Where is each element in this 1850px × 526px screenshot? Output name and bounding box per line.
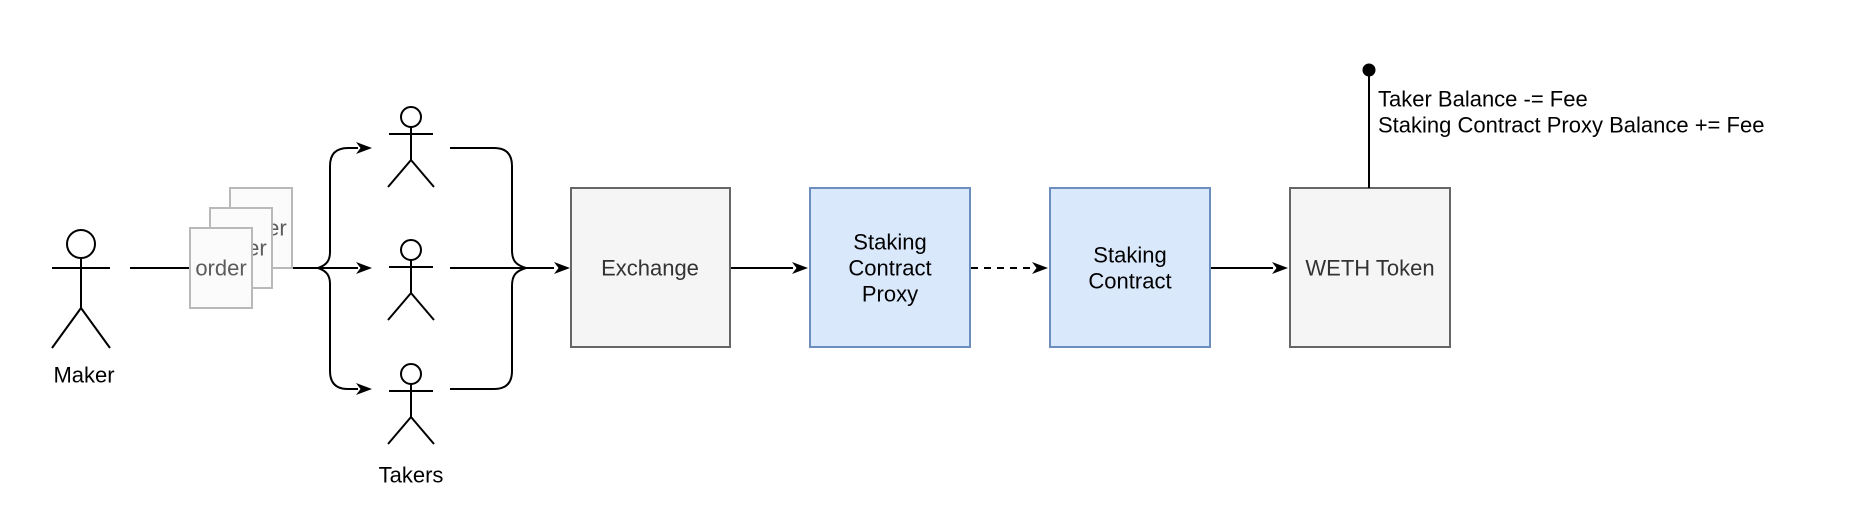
node-weth-rect [1289, 187, 1451, 348]
node-proxy-rect [809, 187, 971, 348]
taker-head-icon [400, 239, 422, 261]
order-split-connector [317, 142, 372, 395]
node-staking-contract-rect [1049, 187, 1211, 348]
maker-figure [51, 229, 111, 349]
annotation-callout: Taker Balance -= Fee Staking Contract Pr… [1362, 63, 1764, 188]
split-branch-top [317, 147, 358, 269]
node-proxy-label-line3: Proxy [862, 282, 918, 307]
order-document-front: order [189, 227, 253, 309]
takers-merge-connector [450, 147, 570, 390]
node-exchange: Exchange [570, 187, 731, 348]
arrowhead-bottom-taker-icon [356, 383, 372, 395]
arrowhead-weth-icon [1272, 262, 1288, 274]
annotation-text-line2: Staking Contract Proxy Balance += Fee [1378, 113, 1764, 138]
node-staking-contract-proxy: Staking Contract Proxy [809, 187, 971, 348]
taker-head-icon [400, 363, 422, 385]
arrowhead-top-taker-icon [356, 142, 372, 154]
taker-figure-bottom [387, 363, 435, 445]
order-document-rect [189, 227, 253, 309]
arrowhead-exchange-icon [554, 262, 570, 274]
annotation-dot-icon [1362, 63, 1376, 77]
arrowhead-staking-contract-icon [1032, 262, 1048, 274]
node-staking-contract: Staking Contract [1049, 187, 1211, 348]
split-branch-bottom [317, 267, 358, 390]
maker-label: Maker [53, 363, 114, 388]
node-exchange-label: Exchange [601, 256, 699, 281]
node-proxy-label-line2: Contract [848, 256, 931, 281]
node-staking-contract-label-line1: Staking [1093, 243, 1166, 268]
node-weth-token: WETH Token [1289, 187, 1451, 348]
taker-figure-middle [387, 239, 435, 321]
taker-legs [387, 416, 435, 445]
merge-branch-top [450, 147, 527, 269]
taker-legs [387, 292, 435, 321]
arrowhead-proxy-icon [792, 262, 808, 274]
edge-proxy-to-staking-contract [971, 262, 1048, 274]
node-proxy-label-line1: Staking [853, 230, 926, 255]
taker-head-icon [400, 106, 422, 128]
node-staking-contract-label-line2: Contract [1088, 269, 1171, 294]
node-weth-label: WETH Token [1305, 256, 1434, 281]
order-document-stack: order order order [189, 187, 293, 309]
node-exchange-rect [570, 187, 731, 348]
taker-figure-top [387, 106, 435, 188]
maker-head-icon [66, 229, 96, 259]
edge-exchange-to-proxy [731, 262, 808, 274]
takers-label: Takers [379, 463, 444, 488]
merge-branch-bottom [450, 267, 527, 390]
maker-legs [51, 307, 111, 349]
edge-staking-contract-to-weth [1211, 262, 1288, 274]
arrowhead-middle-taker-icon [356, 262, 372, 274]
annotation-text-line1: Taker Balance -= Fee [1378, 87, 1588, 112]
order-document-label: order [195, 256, 246, 281]
taker-legs [387, 159, 435, 188]
